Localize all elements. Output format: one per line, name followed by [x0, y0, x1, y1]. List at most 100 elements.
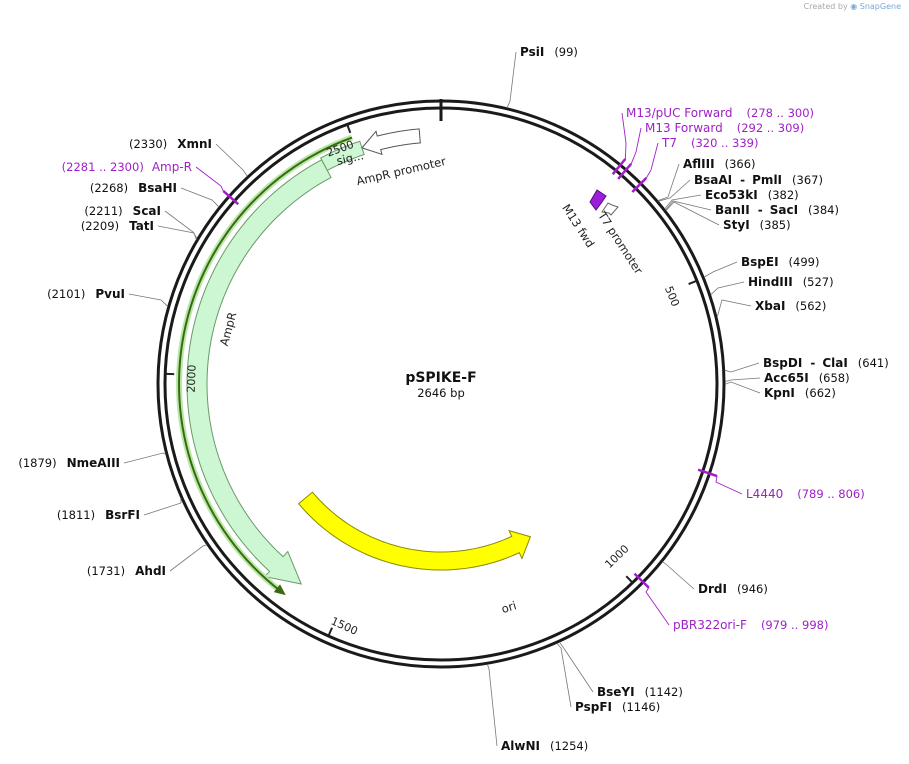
enzyme-line: [180, 187, 220, 208]
tick-label: 1500: [329, 615, 360, 638]
enzyme-separator: -: [810, 356, 815, 370]
enzyme-separator: -: [758, 203, 763, 217]
enzyme-name: PspFI: [575, 700, 612, 714]
primer-site-l4440: L4440(789 .. 806): [746, 487, 865, 501]
primer-position: (292 .. 309): [737, 121, 805, 135]
enzyme-position: (2101): [47, 287, 85, 301]
enzyme-name: BseYI: [597, 685, 635, 699]
enzyme-site-eco53ki: Eco53kI (382): [705, 188, 799, 202]
enzyme-name: AflIII: [683, 157, 715, 171]
enzyme-site-kpni: KpnI (662): [764, 386, 836, 400]
enzyme-line: [724, 381, 761, 394]
enzyme-name: XbaI: [755, 299, 785, 313]
primer-mark: [697, 468, 718, 478]
enzyme-site-pspfi: PspFI (1146): [575, 700, 660, 714]
enzyme-line: [215, 143, 248, 177]
enzyme-position: (662): [805, 386, 836, 400]
enzyme-name: BspDI: [763, 356, 802, 370]
enzyme-position: (641): [858, 356, 889, 370]
feature-label-sig: sig...: [335, 148, 365, 168]
primer-position: (2281 .. 2300): [62, 160, 144, 174]
tick-mark: [688, 280, 697, 286]
primer-mark: [617, 162, 633, 180]
enzyme-name: PvuI: [95, 287, 125, 301]
primer-line: [195, 166, 224, 192]
primer-line: [646, 142, 659, 179]
enzyme-position: (99): [554, 45, 578, 59]
enzyme-name: BsaAI: [694, 173, 732, 187]
tick-mark: [327, 627, 333, 636]
enzyme-line: [665, 200, 712, 211]
plasmid-size: 2646 bp: [417, 386, 465, 400]
enzyme-position: (946): [737, 582, 768, 596]
enzyme-site-bsahi: BsaHI(2268): [90, 181, 177, 195]
snapgene-credit: Created by ◉ SnapGene: [804, 2, 901, 11]
primer-mark: [611, 158, 627, 176]
enzyme-line: [664, 194, 702, 210]
tick-label: 1000: [602, 542, 631, 571]
enzyme-name: BspEI: [741, 255, 779, 269]
enzyme-line: [143, 497, 182, 516]
enzyme-name-2: SacI: [770, 203, 798, 217]
primer-name: T7: [661, 136, 677, 150]
enzyme-site-bsrfi: BsrFI(1811): [57, 508, 140, 522]
primer-site-m13-puc-forward: M13/pUC Forward(278 .. 300): [626, 106, 814, 120]
enzyme-name: BsrFI: [105, 508, 140, 522]
snapgene-logo-icon: ◉: [850, 2, 858, 11]
enzyme-site-acc65i: Acc65I(658): [764, 371, 850, 385]
enzyme-position: (658): [819, 371, 850, 385]
enzyme-line: [724, 362, 760, 373]
primer-position: (278 .. 300): [747, 106, 815, 120]
enzyme-site-afliii: AflIII(366): [683, 157, 756, 171]
enzyme-site-tati: TatI(2209): [81, 219, 154, 233]
primer-site-amp-r: Amp-R(2281 .. 2300): [62, 160, 192, 174]
enzyme-line: [658, 179, 691, 202]
enzyme-line: [169, 544, 208, 572]
enzyme-separator: -: [740, 173, 745, 187]
primer-name: L4440: [746, 487, 783, 501]
enzyme-line: [665, 201, 720, 226]
enzyme-name: ScaI: [133, 204, 161, 218]
enzyme-site-nmeaiii: NmeAIII(1879): [18, 456, 120, 470]
enzyme-site-bspei: BspEI(499): [741, 255, 819, 269]
primer-position: (320 .. 339): [691, 136, 759, 150]
enzyme-line: [164, 210, 198, 239]
enzyme-line: [123, 452, 167, 464]
enzyme-site-banii: BanII-SacI(384): [715, 203, 839, 217]
feature-label-ampr: AmpR: [217, 311, 239, 348]
enzyme-position: (382): [768, 188, 799, 202]
primer-mark: [222, 189, 240, 206]
credit-prefix: Created by: [803, 2, 848, 11]
plasmid-name: pSPIKE-F: [405, 370, 476, 386]
enzyme-name: Eco53kI: [705, 188, 758, 202]
primer-mark: [631, 176, 648, 193]
enzyme-name: XmnI: [177, 137, 212, 151]
enzyme-site-scai: ScaI(2211): [84, 204, 161, 218]
primer-site-pbr322ori-f: pBR322ori-F (979 .. 998): [673, 618, 828, 632]
enzyme-position: (2330): [129, 137, 167, 151]
enzyme-position: (2209): [81, 219, 119, 233]
enzyme-position: (1146): [622, 700, 660, 714]
enzyme-position: (1731): [87, 564, 125, 578]
enzyme-position: (527): [803, 275, 834, 289]
primer-position: (979 .. 998): [761, 618, 829, 632]
primer-name: pBR322ori-F: [673, 618, 747, 632]
enzyme-site-xmni: XmnI (2330): [129, 137, 212, 151]
primer-line: [645, 587, 670, 626]
ampr-orf-line: [178, 136, 353, 593]
enzyme-position: (385): [760, 218, 791, 232]
feature-ori: [297, 491, 532, 571]
ampr-orf-arrowhead: [273, 584, 286, 596]
enzyme-site-hindiii: HindIII (527): [748, 275, 834, 289]
primer-name: M13 Forward: [645, 121, 723, 135]
tick-mark: [346, 125, 352, 134]
enzyme-name: HindIII: [748, 275, 793, 289]
enzyme-name: KpnI: [764, 386, 795, 400]
primer-line: [621, 112, 627, 159]
enzyme-line: [556, 643, 572, 708]
enzyme-site-alwni: AlwNI(1254): [501, 739, 588, 753]
enzyme-site-drdi: DrdI(946): [698, 582, 768, 596]
enzyme-line: [506, 51, 517, 108]
feature-layer: [176, 128, 619, 596]
